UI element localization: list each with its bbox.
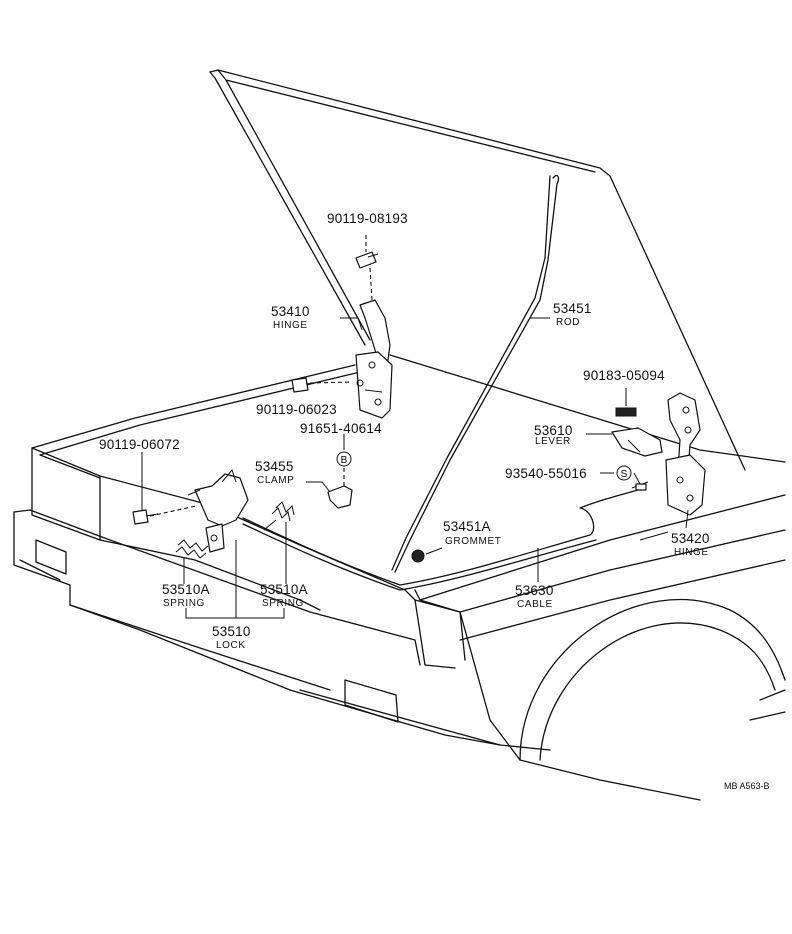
grommet-name: GROMMET (445, 536, 502, 547)
cable-name: CABLE (517, 599, 553, 610)
hinge-left-number: 53410 (271, 304, 310, 319)
bolt-hinge-number: 90119-06023 (256, 402, 337, 417)
grommet-number: 53451A (443, 519, 491, 534)
bolt-upper-part (355, 251, 379, 269)
rod-name: ROD (556, 317, 581, 328)
bolt-lock-number: 90119-06072 (99, 437, 180, 452)
spring-right-part (271, 501, 295, 522)
clip-number: 91651-40614 (300, 421, 382, 436)
lever-name: LEVER (535, 436, 571, 447)
spring-left-name: SPRING (163, 598, 205, 609)
clamp-name: CLAMP (257, 475, 295, 486)
clamp-number: 53455 (255, 459, 294, 474)
hood-rod (391, 174, 560, 573)
hood-panel (209, 69, 746, 471)
screw-part (631, 481, 649, 491)
spring-right-name: SPRING (262, 598, 304, 609)
bolt-lock-part (132, 509, 159, 525)
lock-name: LOCK (216, 640, 246, 651)
svg-text:S: S (621, 469, 628, 480)
hinge-right-name: HINGE (674, 547, 709, 558)
spring-left-number: 53510A (162, 582, 210, 597)
left-hinge-part (355, 299, 393, 419)
bolt-upper-number: 90119-08193 (327, 211, 408, 226)
grommet-part (411, 549, 425, 563)
clip-symbol-b: B (336, 451, 352, 467)
spring-right-number: 53510A (260, 582, 308, 597)
screw-symbol-s: S (616, 465, 632, 481)
svg-text:B: B (341, 455, 348, 466)
spring-left-part (175, 539, 209, 559)
lock-number: 53510 (212, 624, 251, 639)
bolt-hinge-part (291, 377, 315, 393)
clamp-part (327, 485, 353, 509)
hinge-right-number: 53420 (671, 531, 710, 546)
nut-number: 90183-05094 (583, 368, 665, 383)
rod-number: 53451 (553, 301, 592, 316)
cable-number: 53630 (515, 583, 554, 598)
screw-number: 93540-55016 (505, 466, 587, 481)
leader-lines (141, 235, 689, 619)
car-body (13, 354, 786, 801)
lever-number: 53610 (534, 423, 573, 438)
right-hinge-part (665, 392, 706, 516)
lever-part (611, 407, 663, 457)
release-cable (242, 487, 646, 591)
hinge-left-name: HINGE (273, 320, 308, 331)
figure-reference: MB A563-B (724, 781, 770, 791)
hood-lock-part (187, 468, 249, 553)
